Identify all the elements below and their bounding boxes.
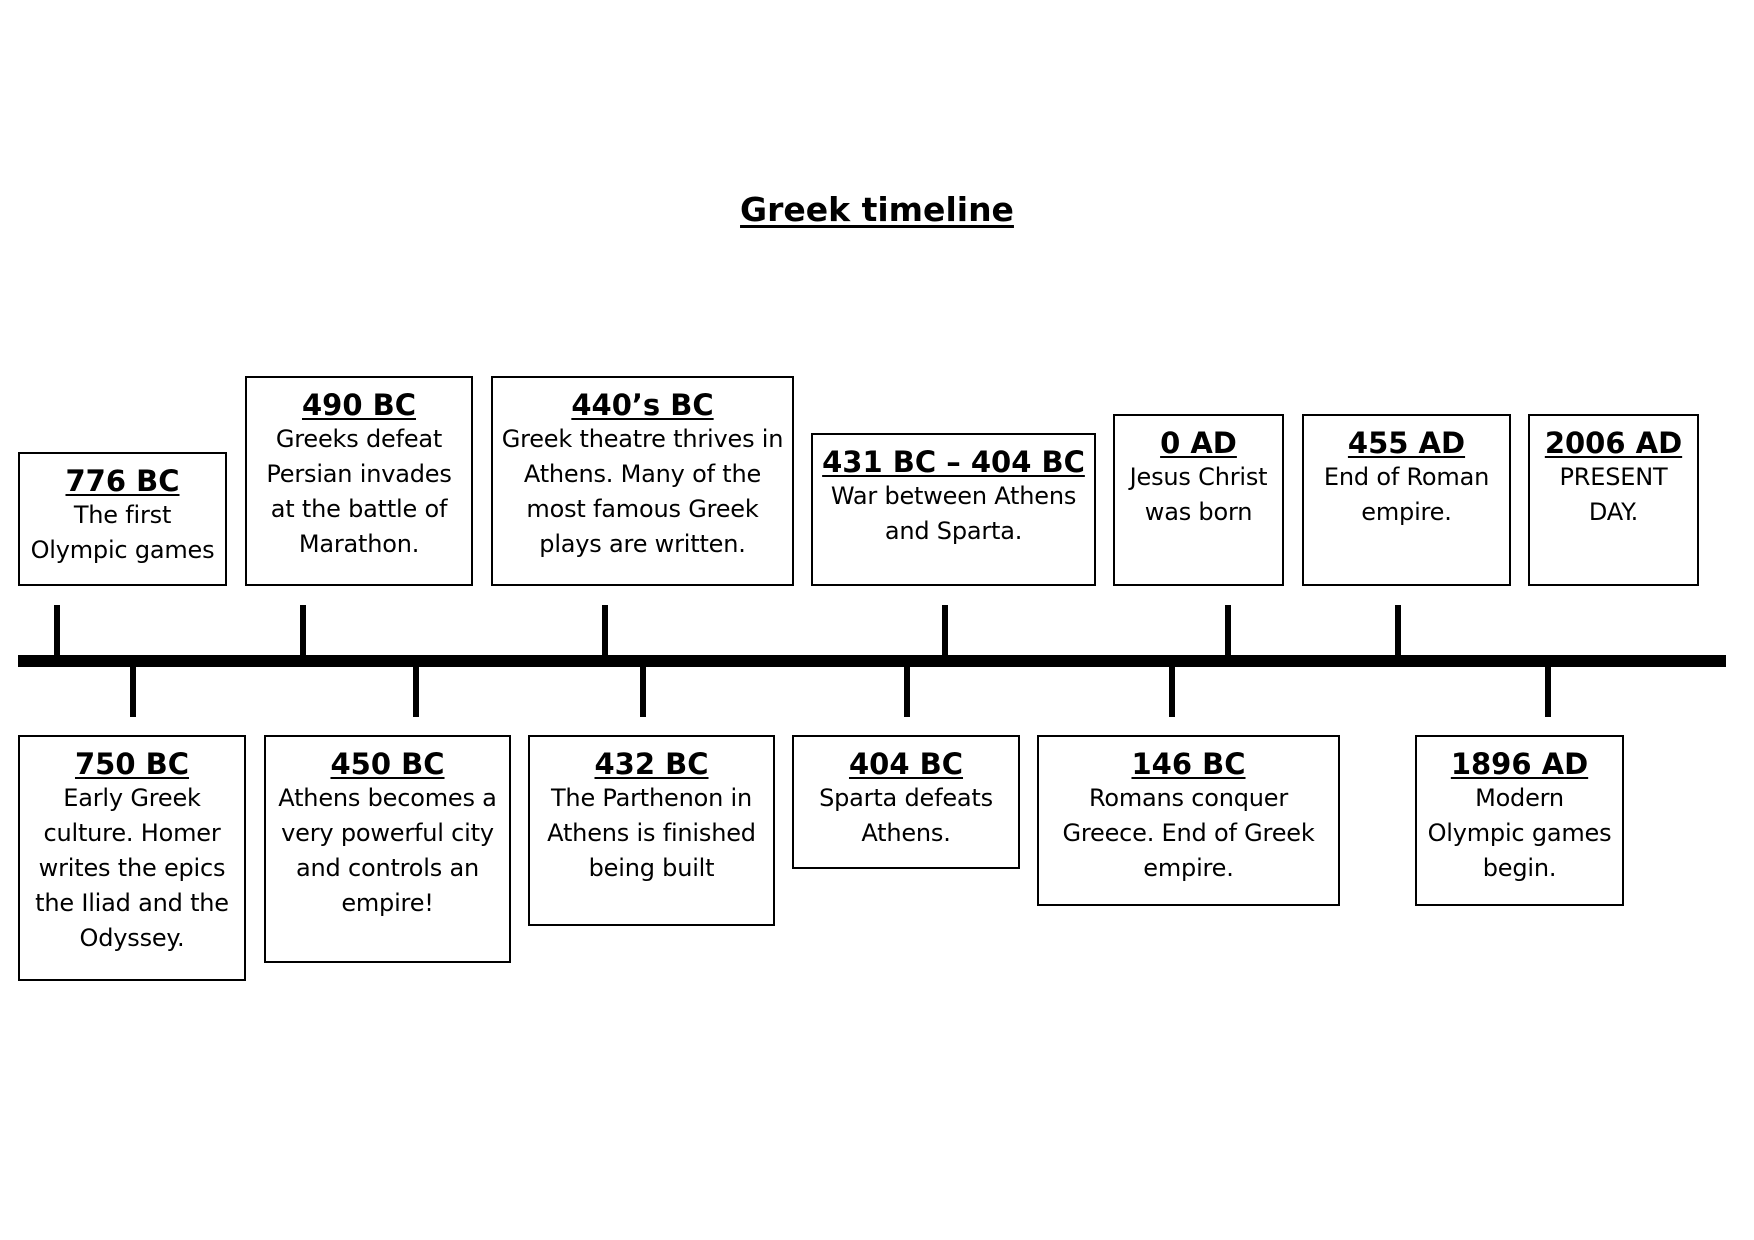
event-date: 146 BC: [1131, 747, 1246, 781]
event-card-0ad: 0 AD Jesus Christ was born: [1113, 414, 1284, 586]
event-card-776bc: 776 BC The first Olympic games: [18, 452, 227, 586]
event-date: 431 BC – 404 BC: [822, 445, 1085, 479]
timeline-tick-below: [904, 667, 910, 717]
timeline-tick-below: [1169, 667, 1175, 717]
timeline-tick-below: [1545, 667, 1551, 717]
event-date: 490 BC: [301, 388, 417, 422]
event-card-404bc: 404 BC Sparta defeats Athens.: [792, 735, 1020, 869]
event-description: Jesus Christ was born: [1129, 463, 1268, 526]
event-card-146bc: 146 BC Romans conquer Greece. End of Gre…: [1037, 735, 1340, 906]
event-description: The first Olympic games: [30, 501, 215, 564]
event-description: Greeks defeat Persian invades at the bat…: [266, 425, 452, 558]
timeline-tick-above: [300, 605, 306, 655]
event-card-450bc: 450 BC Athens becomes a very powerful ci…: [264, 735, 511, 963]
event-date: 1896 AD: [1450, 747, 1589, 781]
event-date: 404 BC: [848, 747, 964, 781]
timeline-tick-below: [130, 667, 136, 717]
timeline-tick-above: [942, 605, 948, 655]
timeline-tick-above: [54, 605, 60, 655]
event-card-455ad: 455 AD End of Roman empire.: [1302, 414, 1511, 586]
event-date: 750 BC: [74, 747, 190, 781]
timeline-tick-above: [1225, 605, 1231, 655]
event-card-750bc: 750 BC Early Greek culture. Homer writes…: [18, 735, 246, 981]
event-card-431bc-404bc: 431 BC – 404 BC War between Athens and S…: [811, 433, 1096, 586]
event-date: 2006 AD: [1544, 426, 1683, 460]
event-description: The Parthenon in Athens is finished bein…: [547, 784, 756, 882]
event-date: 0 AD: [1160, 426, 1237, 460]
event-description: Modern Olympic games begin.: [1427, 784, 1612, 882]
event-description: End of Roman empire.: [1323, 463, 1490, 526]
event-card-2006ad: 2006 AD PRESENT DAY.: [1528, 414, 1699, 586]
timeline-tick-above: [602, 605, 608, 655]
event-description: War between Athens and Sparta.: [830, 482, 1077, 545]
event-date: 455 AD: [1347, 426, 1466, 460]
event-description: Romans conquer Greece. End of Greek empi…: [1062, 784, 1315, 882]
event-description: Sparta defeats Athens.: [819, 784, 993, 847]
event-description: PRESENT DAY.: [1559, 463, 1668, 526]
event-date: 776 BC: [65, 464, 180, 498]
page-title: Greek timeline: [740, 190, 1014, 229]
event-date: 450 BC: [330, 747, 445, 781]
event-date: 440’s BC: [571, 388, 714, 422]
event-description: Early Greek culture. Homer writes the ep…: [35, 784, 229, 952]
timeline-axis: [18, 655, 1726, 667]
event-card-490bc: 490 BC Greeks defeat Persian invades at …: [245, 376, 473, 586]
timeline-tick-above: [1395, 605, 1401, 655]
event-description: Greek theatre thrives in Athens. Many of…: [501, 425, 784, 558]
event-card-440sbc: 440’s BC Greek theatre thrives in Athens…: [491, 376, 794, 586]
timeline-tick-below: [640, 667, 646, 717]
timeline-tick-below: [413, 667, 419, 717]
event-description: Athens becomes a very powerful city and …: [278, 784, 497, 917]
event-card-1896ad: 1896 AD Modern Olympic games begin.: [1415, 735, 1624, 906]
event-date: 432 BC: [594, 747, 709, 781]
event-card-432bc: 432 BC The Parthenon in Athens is finish…: [528, 735, 775, 926]
